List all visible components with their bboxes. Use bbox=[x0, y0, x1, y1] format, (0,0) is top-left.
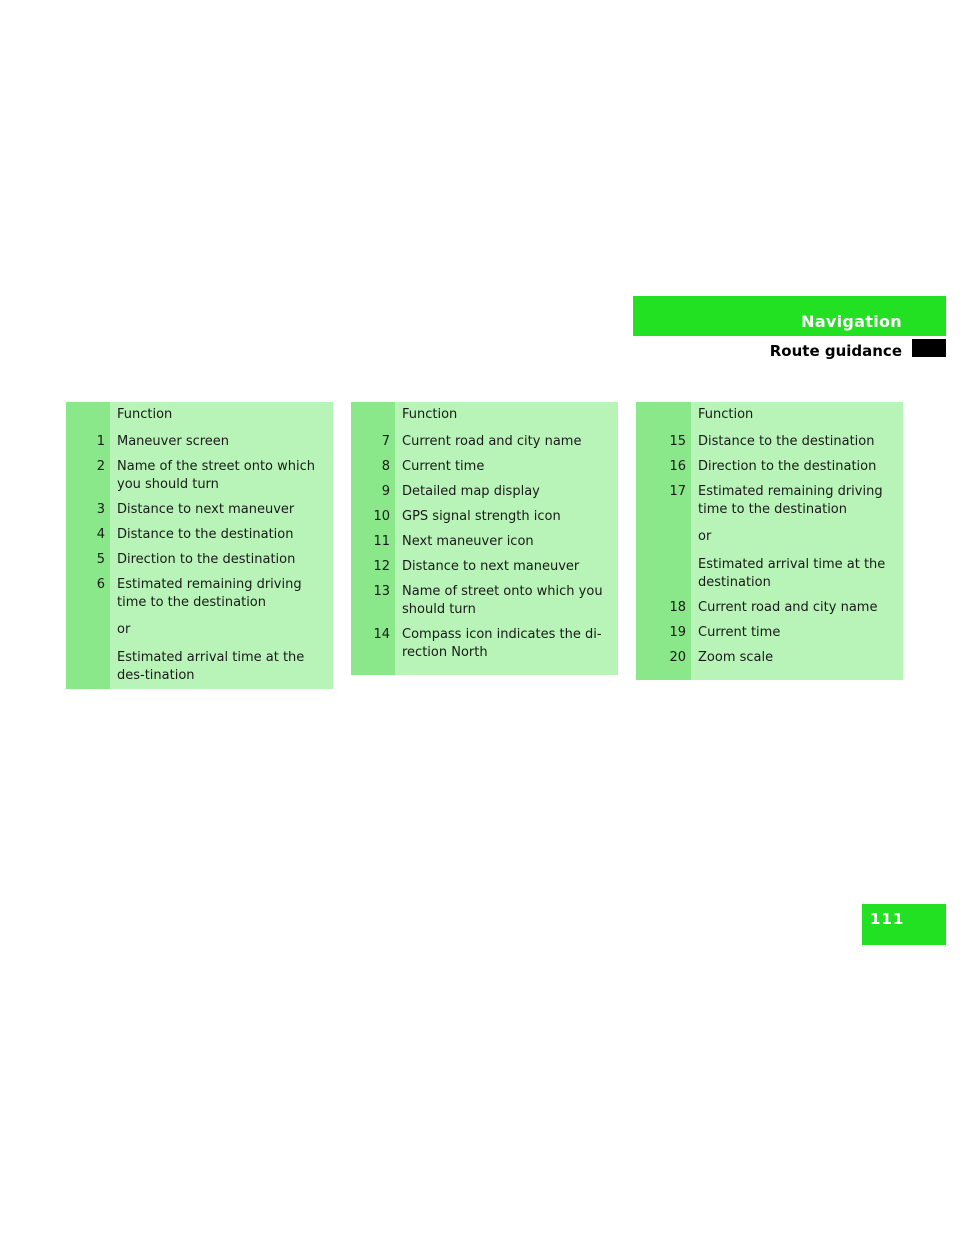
table-row: 20 Zoom scale bbox=[636, 645, 903, 670]
table-row: 8 Current time bbox=[351, 454, 618, 479]
row-function: Current road and city name bbox=[691, 595, 903, 620]
table-row: 6 Estimated remaining driving time to th… bbox=[66, 572, 333, 615]
function-table-1: Function 1 Maneuver screen 2 Name of the… bbox=[66, 402, 333, 689]
table-row-alt: Estimated arrival time at the destinatio… bbox=[636, 552, 903, 595]
section-marker-block bbox=[912, 339, 946, 357]
table-header-row: Function bbox=[636, 402, 903, 429]
row-function: Zoom scale bbox=[691, 645, 903, 670]
table-row-or: or bbox=[636, 522, 903, 552]
table-row: 15 Distance to the destination bbox=[636, 429, 903, 454]
section-subtitle: Route guidance bbox=[769, 342, 902, 360]
table-row: 17 Estimated remaining driving time to t… bbox=[636, 479, 903, 522]
table-row: 12 Distance to next maneuver bbox=[351, 554, 618, 579]
row-number: 6 bbox=[66, 572, 110, 615]
page-number: 111 bbox=[870, 910, 905, 928]
table-row: 7 Current road and city name bbox=[351, 429, 618, 454]
function-table-3: Function 15 Distance to the destination … bbox=[636, 402, 903, 680]
section-title: Navigation bbox=[801, 312, 902, 331]
row-function: Direction to the destination bbox=[110, 547, 333, 572]
table-row: 5 Direction to the destination bbox=[66, 547, 333, 572]
table-row: 3 Distance to next maneuver bbox=[66, 497, 333, 522]
row-number: 5 bbox=[66, 547, 110, 572]
table-row: 10 GPS signal strength icon bbox=[351, 504, 618, 529]
row-number: 8 bbox=[351, 454, 395, 479]
row-number: 7 bbox=[351, 429, 395, 454]
section-header-band bbox=[633, 296, 946, 336]
row-function: Maneuver screen bbox=[110, 429, 333, 454]
table-header-label: Function bbox=[691, 402, 903, 429]
table-row: 19 Current time bbox=[636, 620, 903, 645]
table-header-num-cell bbox=[636, 402, 691, 429]
table-row: 18 Current road and city name bbox=[636, 595, 903, 620]
row-number: 18 bbox=[636, 595, 691, 620]
row-number: 20 bbox=[636, 645, 691, 670]
row-function: Name of street onto which you should tur… bbox=[395, 579, 618, 622]
row-function: Estimated remaining driving time to the … bbox=[110, 572, 333, 615]
row-number: 4 bbox=[66, 522, 110, 547]
row-function: Detailed map display bbox=[395, 479, 618, 504]
row-alt-function: Estimated arrival time at the des-tinati… bbox=[110, 645, 333, 689]
table-row: 13 Name of street onto which you should … bbox=[351, 579, 618, 622]
row-function: Current time bbox=[691, 620, 903, 645]
table-row-alt: Estimated arrival time at the des-tinati… bbox=[66, 645, 333, 689]
row-number: 16 bbox=[636, 454, 691, 479]
page-number-box bbox=[862, 904, 946, 945]
row-number: 1 bbox=[66, 429, 110, 454]
row-function: Current time bbox=[395, 454, 618, 479]
table-row: 16 Direction to the destination bbox=[636, 454, 903, 479]
row-function: Distance to next maneuver bbox=[110, 497, 333, 522]
row-number: 19 bbox=[636, 620, 691, 645]
table-row-or: or bbox=[66, 615, 333, 645]
row-number: 10 bbox=[351, 504, 395, 529]
row-number: 13 bbox=[351, 579, 395, 622]
row-function: GPS signal strength icon bbox=[395, 504, 618, 529]
row-number: 11 bbox=[351, 529, 395, 554]
row-number: 17 bbox=[636, 479, 691, 522]
table-header-label: Function bbox=[395, 402, 618, 429]
row-function: Distance to the destination bbox=[691, 429, 903, 454]
row-number: 3 bbox=[66, 497, 110, 522]
table-filler-row bbox=[351, 665, 618, 675]
row-function: Distance to the destination bbox=[110, 522, 333, 547]
table-row: 11 Next maneuver icon bbox=[351, 529, 618, 554]
table-row: 1 Maneuver screen bbox=[66, 429, 333, 454]
row-function: Next maneuver icon bbox=[395, 529, 618, 554]
row-or-text: or bbox=[691, 522, 903, 552]
row-function: Name of the street onto which you should… bbox=[110, 454, 333, 497]
table-row: 14 Compass icon indicates the di-rection… bbox=[351, 622, 618, 665]
row-number: 14 bbox=[351, 622, 395, 665]
table-row: 4 Distance to the destination bbox=[66, 522, 333, 547]
table-header-row: Function bbox=[351, 402, 618, 429]
row-number: 2 bbox=[66, 454, 110, 497]
row-number: 9 bbox=[351, 479, 395, 504]
row-function: Distance to next maneuver bbox=[395, 554, 618, 579]
row-or-text: or bbox=[110, 615, 333, 645]
row-alt-function: Estimated arrival time at the destinatio… bbox=[691, 552, 903, 595]
table-header-row: Function bbox=[66, 402, 333, 429]
table-filler-row bbox=[636, 670, 903, 680]
row-number: 12 bbox=[351, 554, 395, 579]
table-row: 9 Detailed map display bbox=[351, 479, 618, 504]
table-header-label: Function bbox=[110, 402, 333, 429]
row-number: 15 bbox=[636, 429, 691, 454]
table-header-num-cell bbox=[66, 402, 110, 429]
function-table-2: Function 7 Current road and city name 8 … bbox=[351, 402, 618, 675]
row-function: Direction to the destination bbox=[691, 454, 903, 479]
row-function: Current road and city name bbox=[395, 429, 618, 454]
row-function: Estimated remaining driving time to the … bbox=[691, 479, 903, 522]
table-row: 2 Name of the street onto which you shou… bbox=[66, 454, 333, 497]
table-header-num-cell bbox=[351, 402, 395, 429]
row-function: Compass icon indicates the di-rection No… bbox=[395, 622, 618, 665]
